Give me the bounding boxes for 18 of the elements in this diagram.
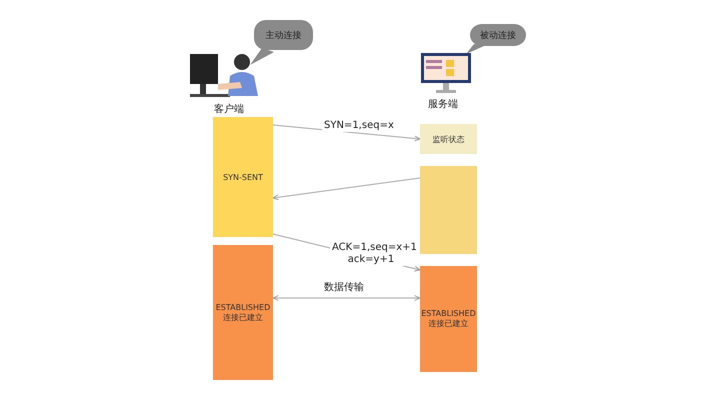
state-label: SYN-SENT (223, 172, 263, 182)
arrow (272, 295, 420, 301)
state-box (213, 245, 273, 380)
state-box (420, 124, 477, 154)
monitor-drawing (420, 52, 472, 94)
state-label: ESTABLISHED (216, 302, 270, 312)
state-label: 监听状态 (432, 134, 464, 144)
message-label: 数据传输 (322, 282, 366, 294)
state-label: 连接已建立 (223, 312, 263, 322)
message-label: SYN=1,seq=x (322, 120, 396, 132)
state-label: ESTABLISHED (421, 309, 476, 318)
state-box (420, 266, 477, 372)
role-label: 客户端 (214, 102, 244, 116)
role-label: 服务端 (428, 98, 458, 111)
state-box (213, 117, 273, 237)
state-bar (420, 166, 477, 254)
arrow (272, 178, 420, 200)
state-label: 连接已建立 (428, 318, 468, 329)
